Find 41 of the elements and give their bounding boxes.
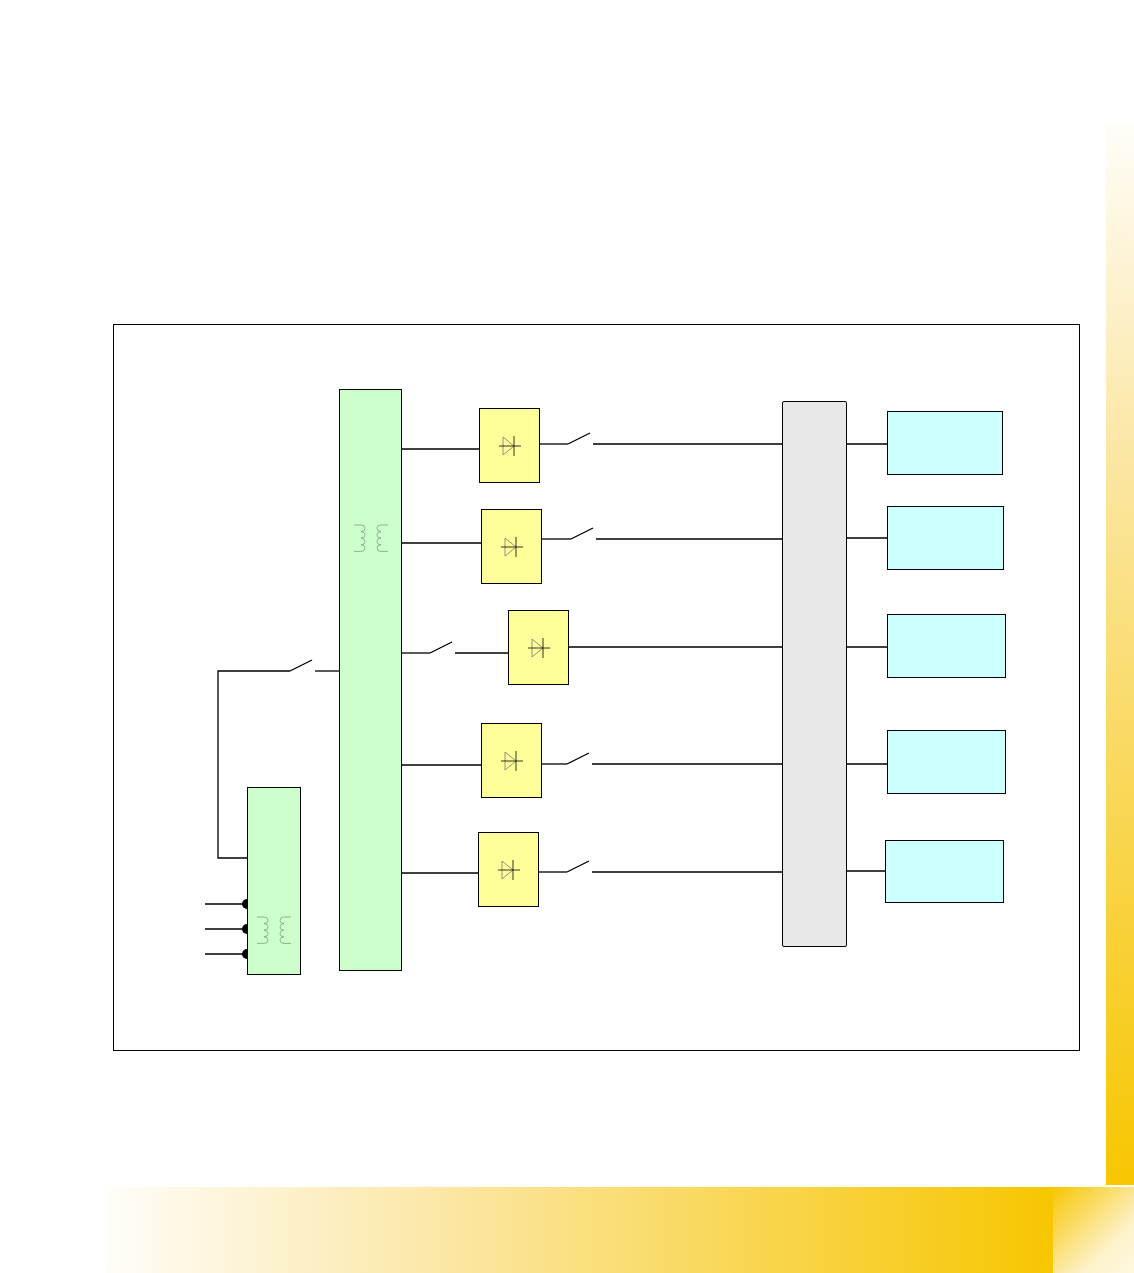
connector-line: [539, 443, 569, 445]
switch-symbol: [290, 660, 315, 671]
rectifier-box: [508, 610, 569, 685]
connector-line: [591, 871, 783, 873]
connector-line: [401, 764, 482, 766]
load-box: [885, 840, 1004, 903]
rectifier-box: [481, 509, 542, 584]
transformer-box: [339, 389, 402, 971]
load-box: [887, 506, 1004, 570]
connector-line: [538, 871, 568, 873]
load-box: [887, 411, 1003, 475]
connector-line: [846, 537, 888, 539]
connector-line: [454, 652, 509, 654]
transformer-box: [247, 787, 301, 975]
rectifier-box: [478, 832, 539, 907]
connector-line: [401, 652, 431, 654]
switch-symbol: [571, 528, 596, 539]
switch-symbol: [568, 433, 593, 444]
connector-line: [401, 448, 480, 450]
bus-bar: [782, 401, 847, 947]
connector-line: [541, 763, 568, 765]
connector-line: [314, 670, 340, 672]
connector-line: [595, 538, 783, 540]
connector-line: [401, 542, 482, 544]
connector-line: [592, 443, 783, 445]
connector-line: [846, 646, 888, 648]
rectifier-box: [479, 408, 540, 483]
rectifier-box: [481, 723, 542, 798]
load-box: [887, 730, 1006, 794]
switch-symbol: [567, 753, 592, 764]
connector-line: [846, 870, 886, 872]
load-box: [887, 614, 1006, 678]
connector-line: [846, 763, 888, 765]
connector-line: [591, 763, 783, 765]
connector-line: [401, 872, 479, 874]
switch-symbol: [567, 861, 592, 872]
connector-line: [541, 538, 572, 540]
switch-symbol: [430, 642, 455, 653]
connector-line: [568, 646, 783, 648]
connector-line: [217, 670, 291, 859]
connector-line: [846, 443, 888, 445]
